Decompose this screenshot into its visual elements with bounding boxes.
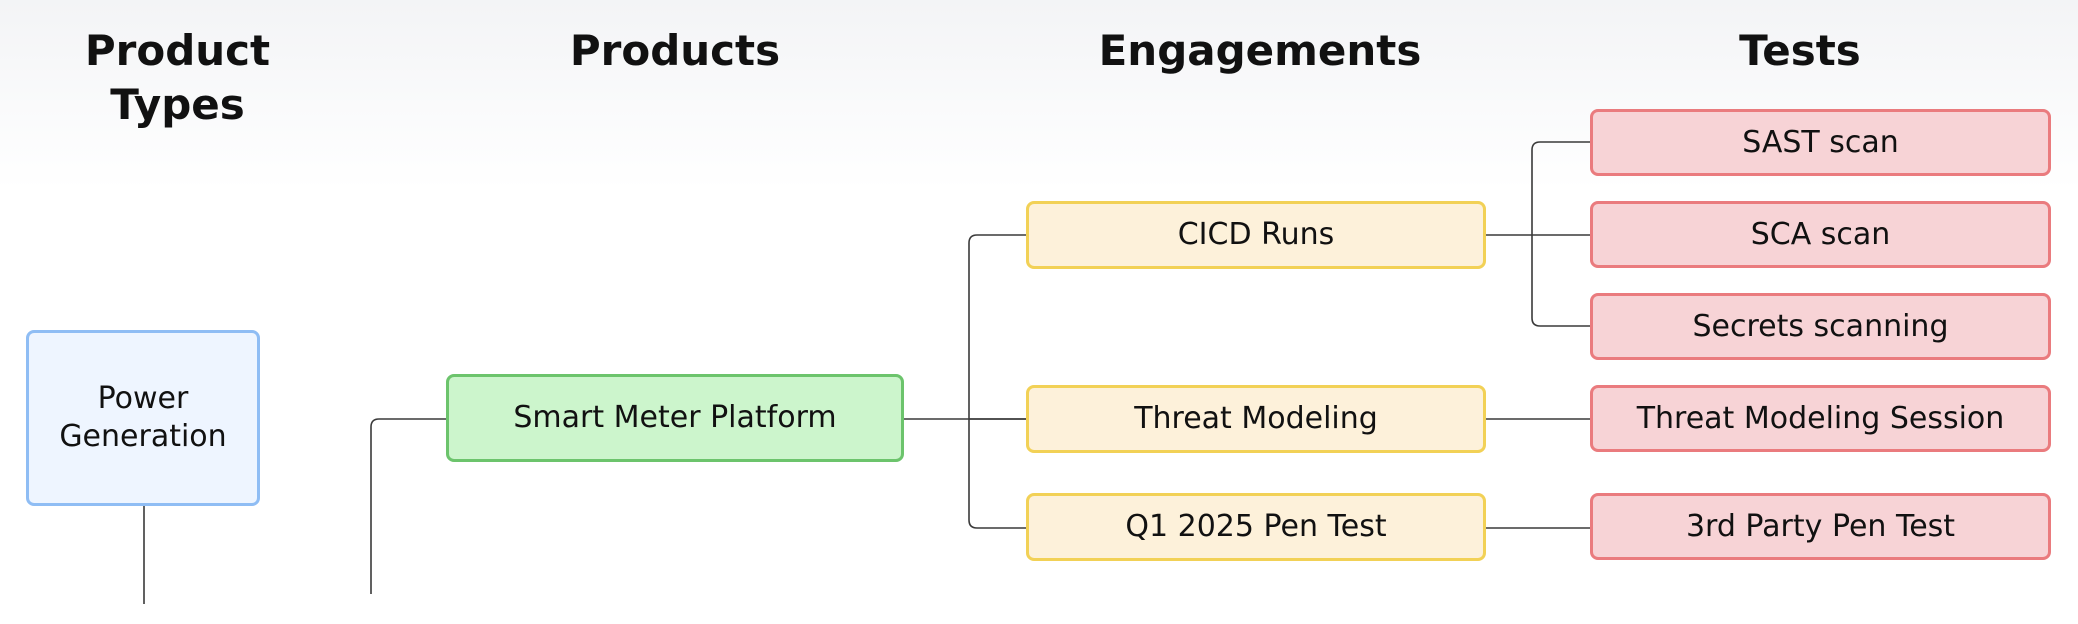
header-tests: Tests	[1739, 26, 1861, 75]
node-label: Threat Modeling	[1134, 401, 1378, 436]
node-label: 3rd Party Pen Test	[1685, 508, 1956, 544]
connector-cicd-to-tests	[1486, 141, 1590, 327]
node-label: CICD Runs	[1177, 217, 1335, 252]
header-product-types: Product Types	[84, 26, 271, 129]
node-threat-modeling-session[interactable]: Threat Modeling Session	[1590, 385, 2051, 452]
header-engagements: Engagements	[1098, 26, 1422, 75]
node-sast-scan[interactable]: SAST scan	[1590, 109, 2051, 176]
node-secrets-scanning[interactable]: Secrets scanning	[1590, 293, 2051, 360]
node-sca-scan[interactable]: SCA scan	[1590, 201, 2051, 268]
node-label: Smart Meter Platform	[513, 400, 837, 435]
node-label: SCA scan	[1750, 216, 1891, 252]
connector-to-product	[370, 418, 446, 594]
node-label: SAST scan	[1742, 124, 1899, 160]
node-label: Threat Modeling Session	[1636, 400, 2005, 436]
node-label: Power Generation	[59, 381, 227, 454]
node-smart-meter-platform[interactable]: Smart Meter Platform	[446, 374, 904, 462]
node-label: Q1 2025 Pen Test	[1125, 509, 1387, 544]
header-products: Products	[569, 26, 781, 75]
node-threat-modeling[interactable]: Threat Modeling	[1026, 385, 1486, 453]
node-cicd-runs[interactable]: CICD Runs	[1026, 201, 1486, 269]
node-power-generation[interactable]: Power Generation	[26, 330, 260, 506]
connector-engagement-trunk	[968, 234, 1026, 529]
node-label: Secrets scanning	[1692, 308, 1949, 344]
node-3rd-party-pen-test[interactable]: 3rd Party Pen Test	[1590, 493, 2051, 560]
node-q1-2025-pen-test[interactable]: Q1 2025 Pen Test	[1026, 493, 1486, 561]
